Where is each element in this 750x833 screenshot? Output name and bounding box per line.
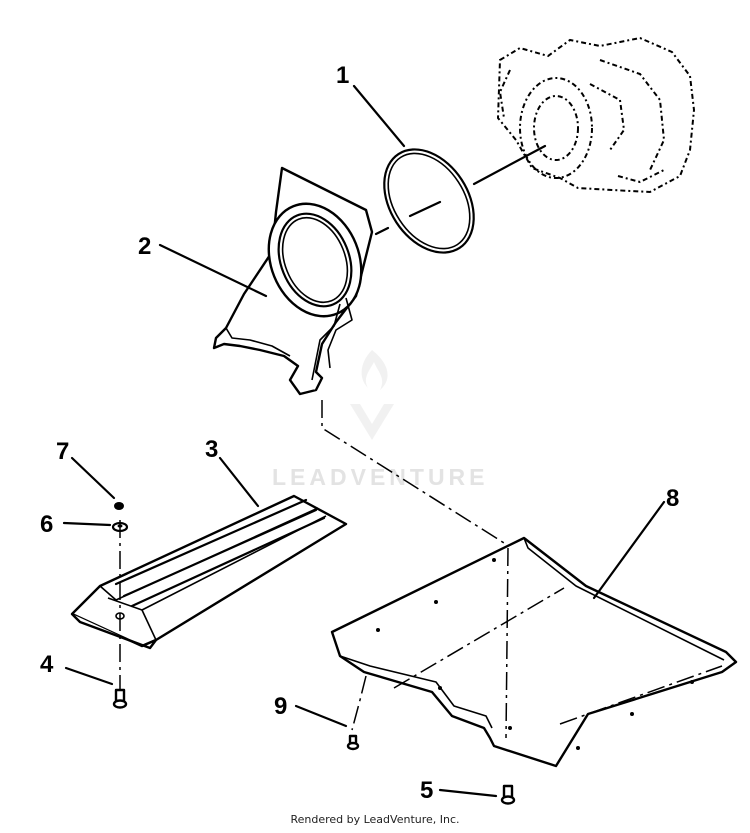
leader-8 [592,500,666,600]
footer-credit: Rendered by LeadVenture, Inc. [290,813,460,826]
leader-3 [218,456,260,508]
adapter-duct [212,166,374,396]
leader-5 [438,788,498,798]
callout-2: 2 [138,233,151,260]
callout-1: 1 [336,62,349,89]
ribbed-pad [70,494,348,650]
screw [346,734,360,751]
nut [114,502,124,510]
callout-5: 5 [420,777,433,804]
callout-4: 4 [40,651,54,678]
leader-2 [158,243,268,298]
callout-6: 6 [40,511,53,538]
callout-8: 8 [666,485,679,512]
engine-housing [496,36,696,194]
watermark-text: LEADVENTURE [272,464,489,490]
washer [111,521,129,533]
leader-9 [294,704,348,728]
seal-ring [383,148,475,254]
leader-6 [62,521,112,527]
watermark-logo [350,350,394,440]
bolt-right [500,784,516,805]
callout-3: 3 [205,436,218,463]
alignment-line-bolt5 [505,547,509,739]
callout-7: 7 [56,438,69,465]
callout-9: 9 [274,693,287,720]
bolt-left [112,688,128,709]
leader-7 [70,456,116,500]
leader-1 [352,84,406,148]
alignment-line-screw9 [351,675,367,731]
alignment-line-adapter [321,400,513,549]
leader-4 [64,666,114,686]
tray-pan [330,536,738,768]
